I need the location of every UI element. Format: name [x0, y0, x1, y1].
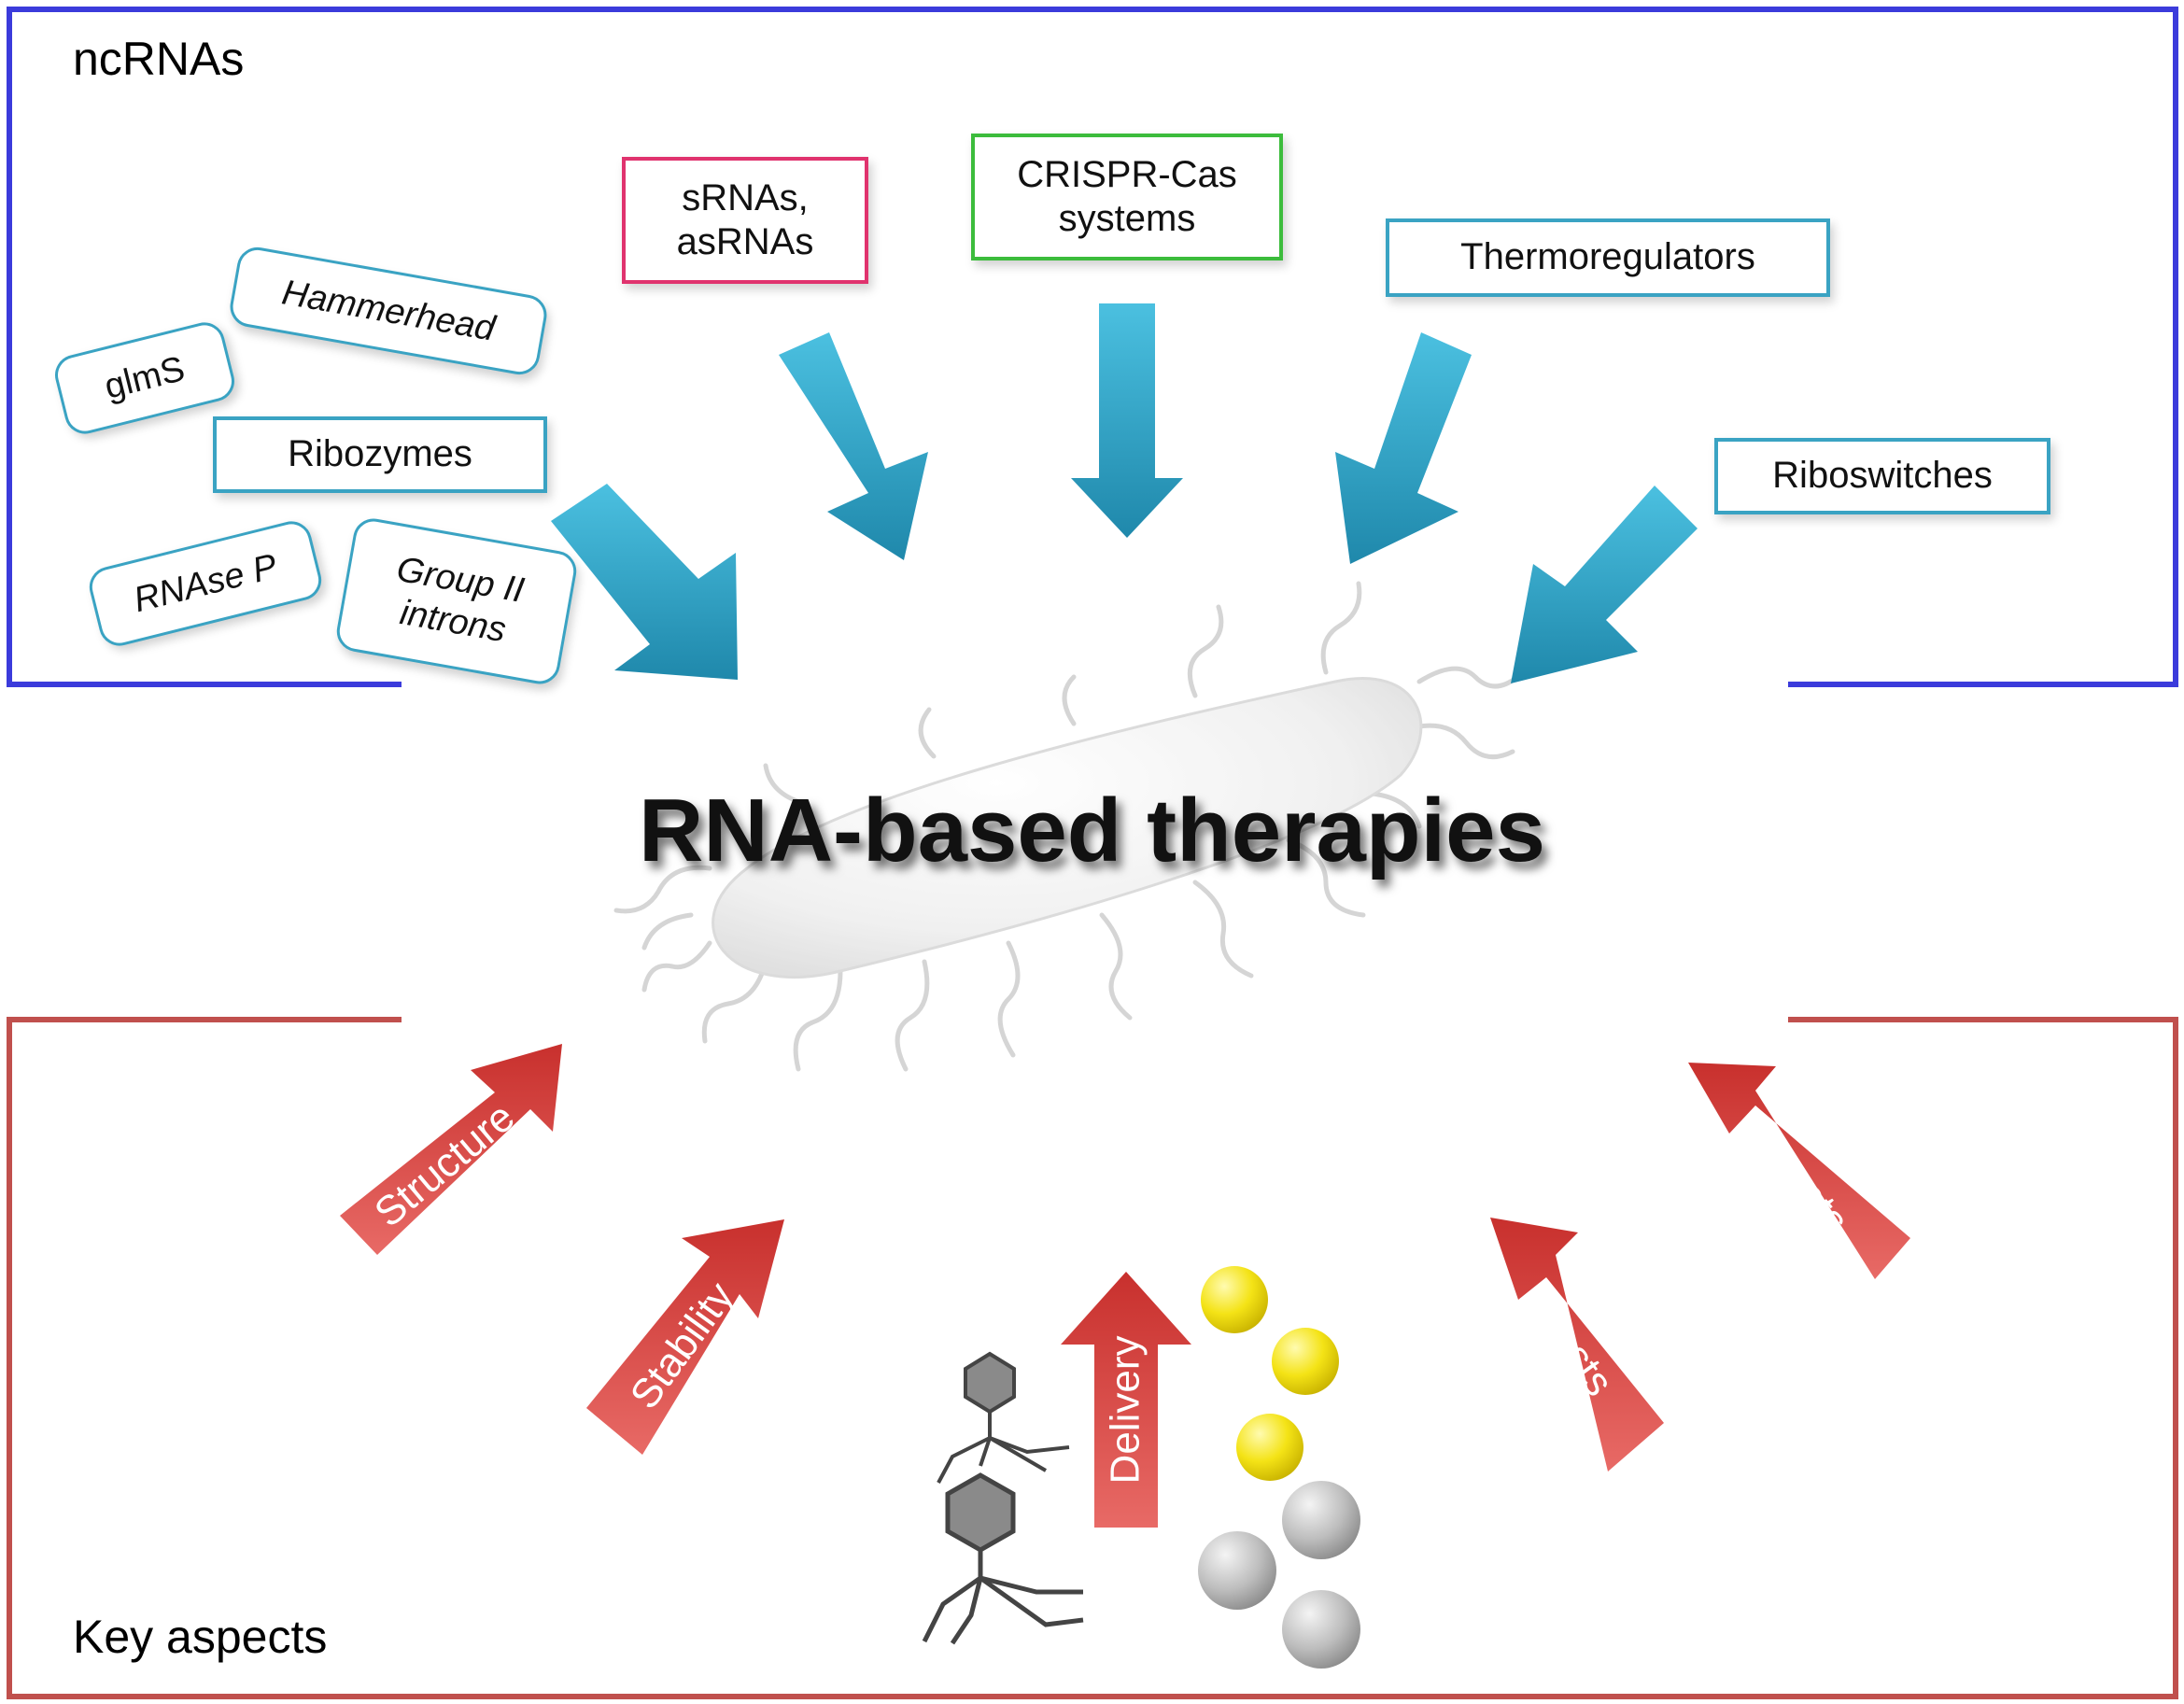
center-title: RNA-based therapies	[639, 781, 1545, 880]
vesicle	[1282, 1481, 1360, 1559]
arrow-hosts	[1490, 1218, 1664, 1472]
blue-arrows	[551, 303, 1698, 683]
arrow-riboswitches	[1511, 486, 1698, 683]
nanoparticle	[1272, 1328, 1339, 1395]
rnase-p-label: RNAse P	[129, 546, 281, 620]
riboswitches-label: Riboswitches	[1772, 455, 1993, 497]
arrow-structure	[340, 1044, 562, 1255]
ribozymes-box: Ribozymes	[213, 416, 547, 493]
group-ii-label: Group II introns	[393, 549, 528, 651]
arrow-stability	[586, 1219, 784, 1455]
bacterium-illustration	[613, 581, 1520, 1072]
srnas-label: sRNAs, asRNAs	[676, 176, 814, 262]
arrow-label-targets: Targets	[1736, 1110, 1857, 1243]
red-arrows	[340, 1044, 1910, 1528]
phage-icon	[922, 1472, 1084, 1645]
crispr-box: CRISPR-Cas systems	[971, 134, 1283, 261]
arrow-label-hosts: Hosts	[1523, 1292, 1622, 1404]
arrow-delivery	[1061, 1272, 1191, 1528]
phage-icon	[937, 1351, 1070, 1484]
arrow-ribozymes	[551, 484, 738, 680]
crispr-label: CRISPR-Cas systems	[1017, 153, 1237, 239]
thermoregulators-label: Thermoregulators	[1460, 236, 1755, 278]
ncrnas-section-label: ncRNAs	[73, 33, 245, 85]
key-aspects-section-label: Key aspects	[73, 1611, 328, 1663]
nanoparticle	[1201, 1266, 1268, 1333]
key-aspects-frame	[7, 1017, 2178, 1699]
arrow-srnas	[779, 332, 928, 560]
nanoparticle	[1236, 1414, 1303, 1481]
arrow-label-delivery: Delivery	[1103, 1336, 1148, 1485]
srnas-box: sRNAs, asRNAs	[622, 157, 868, 284]
riboswitches-box: Riboswitches	[1714, 438, 2050, 514]
vesicle	[1198, 1531, 1276, 1610]
vesicle	[1282, 1590, 1360, 1669]
arrow-crispr	[1071, 303, 1183, 538]
glms-label: glmS	[100, 348, 189, 407]
arrow-thermoregulators	[1335, 332, 1472, 564]
ncrnas-frame	[7, 7, 2178, 687]
thermoregulators-box: Thermoregulators	[1386, 218, 1830, 297]
arrow-targets	[1688, 1063, 1910, 1279]
ribozymes-label: Ribozymes	[288, 433, 472, 475]
arrow-label-structure: Structure	[366, 1094, 523, 1236]
